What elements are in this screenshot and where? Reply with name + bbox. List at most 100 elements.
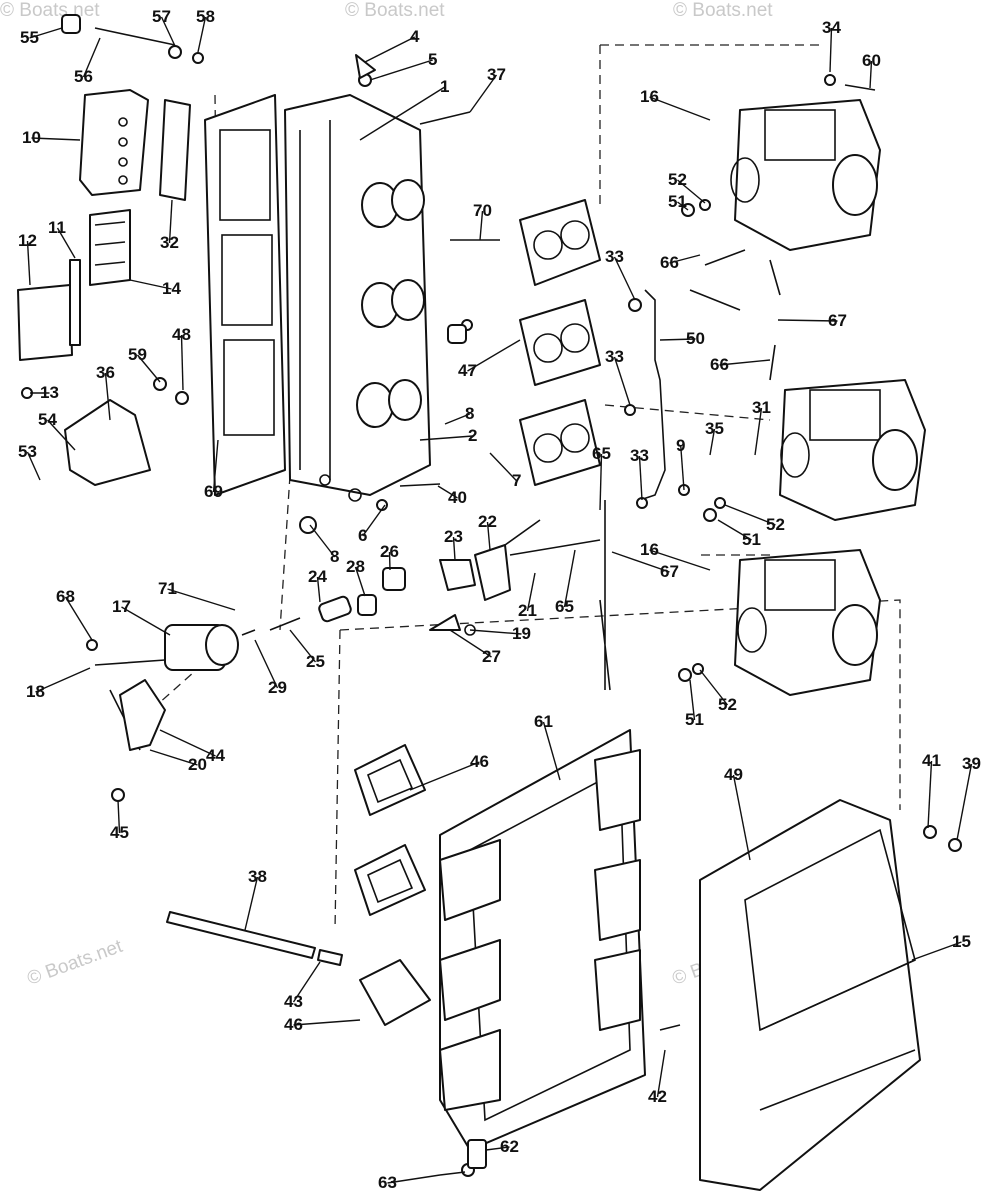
callout-leader [159, 729, 216, 757]
callout-leader [121, 606, 171, 636]
callout-label: 43 [284, 992, 303, 1011]
callout-label: 45 [110, 823, 129, 842]
watermark: © Boats.net [345, 0, 445, 21]
leader-lines [26, 16, 973, 1184]
callout-leader [869, 60, 873, 89]
air-silencer-cover [699, 799, 921, 1191]
callout-leader [359, 86, 446, 141]
callout-label: 33 [630, 446, 649, 465]
callout-leader [129, 279, 172, 290]
callout-label: 40 [448, 488, 467, 507]
callout-label: 59 [128, 345, 147, 364]
callout-label: 41 [922, 751, 941, 770]
callout-label: 44 [206, 746, 225, 765]
callout-leader [717, 519, 752, 541]
callout-leader [479, 210, 484, 241]
linkage-rod [639, 289, 666, 501]
callout-label: 52 [766, 515, 785, 534]
callout-leader [29, 27, 63, 39]
callout-label: 46 [284, 1015, 303, 1034]
callout-leader [689, 679, 696, 721]
callout-label: 62 [500, 1137, 519, 1156]
callout-label: 51 [742, 530, 761, 549]
callout-label: 1 [440, 77, 449, 96]
callout-leader [369, 59, 433, 81]
manifold-gasket [204, 94, 286, 496]
callout-leader [829, 27, 833, 73]
callout-label: 19 [512, 624, 531, 643]
callout-leader [649, 96, 711, 121]
callout-label: 4 [410, 27, 420, 46]
callout-label: 52 [668, 170, 687, 189]
carb-gaskets [519, 199, 601, 486]
callout-label: 49 [724, 765, 743, 784]
callout-leader [724, 504, 776, 526]
callout-label: 56 [74, 67, 93, 86]
callout-label: 71 [158, 579, 177, 598]
callout-label: 48 [172, 325, 191, 344]
callout-label: 12 [18, 231, 37, 250]
callout-label: 52 [718, 695, 737, 714]
callout-label: 17 [112, 597, 131, 616]
callout-leader [168, 199, 173, 244]
callout-label: 9 [676, 436, 685, 455]
callout-label: 67 [660, 562, 679, 581]
callout-leader [526, 572, 536, 612]
callout-leader [452, 536, 456, 561]
callout-label: 14 [162, 279, 181, 298]
callout-label: 51 [685, 710, 704, 729]
callout-label: 61 [534, 712, 553, 731]
callout-leader [599, 453, 603, 511]
callout-leader [289, 629, 317, 663]
callout-label: 47 [458, 361, 477, 380]
intake-manifold [284, 94, 431, 502]
callout-label: 60 [862, 51, 881, 70]
fasteners [21, 14, 962, 1177]
callout-label: 8 [330, 547, 339, 566]
callout-leader [309, 524, 336, 558]
callout-leader [388, 551, 391, 571]
callout-label: 35 [705, 419, 724, 438]
callout-leader [180, 334, 184, 391]
callout-leader [754, 407, 763, 456]
callout-leader [677, 179, 706, 204]
watermark: © Boats.net [0, 0, 100, 21]
callout-label: 67 [828, 311, 847, 330]
callout-label: 25 [306, 652, 325, 671]
callout-leader [669, 254, 701, 264]
air-silencer-base [439, 729, 646, 1151]
callout-label: 24 [308, 567, 327, 586]
callout-leader [489, 452, 518, 482]
callout-label: 16 [640, 540, 659, 559]
callout-leader [469, 629, 522, 635]
callout-leader [160, 16, 176, 47]
callout-label: 13 [40, 383, 59, 402]
callout-leader [611, 551, 670, 573]
callout-label: 33 [605, 247, 624, 266]
callout-leader [677, 201, 689, 211]
reed-valves [17, 209, 131, 361]
carburetor-middle [779, 379, 926, 521]
callout-leader [419, 435, 473, 441]
callout-leader [254, 639, 279, 689]
carburetor-top [730, 99, 881, 251]
callout-label: 66 [660, 253, 679, 272]
callout-leader [212, 439, 219, 493]
callout-label: 65 [592, 444, 611, 463]
callout-leader [316, 576, 321, 603]
callout-leader [542, 721, 561, 781]
callout-label: 68 [56, 587, 75, 606]
callout-leader [656, 1049, 666, 1098]
callout-label: 28 [346, 557, 365, 576]
callout-leader [467, 339, 521, 372]
callout-leader [292, 961, 321, 1003]
callout-leader [64, 596, 93, 641]
callout-label: 57 [152, 7, 171, 26]
intake-gaskets [354, 744, 431, 1026]
callout-label: 42 [648, 1087, 667, 1106]
callout-leader [26, 451, 41, 481]
callout-label: 50 [686, 329, 705, 348]
callout-leader [680, 445, 685, 491]
callout-leader [956, 763, 973, 841]
